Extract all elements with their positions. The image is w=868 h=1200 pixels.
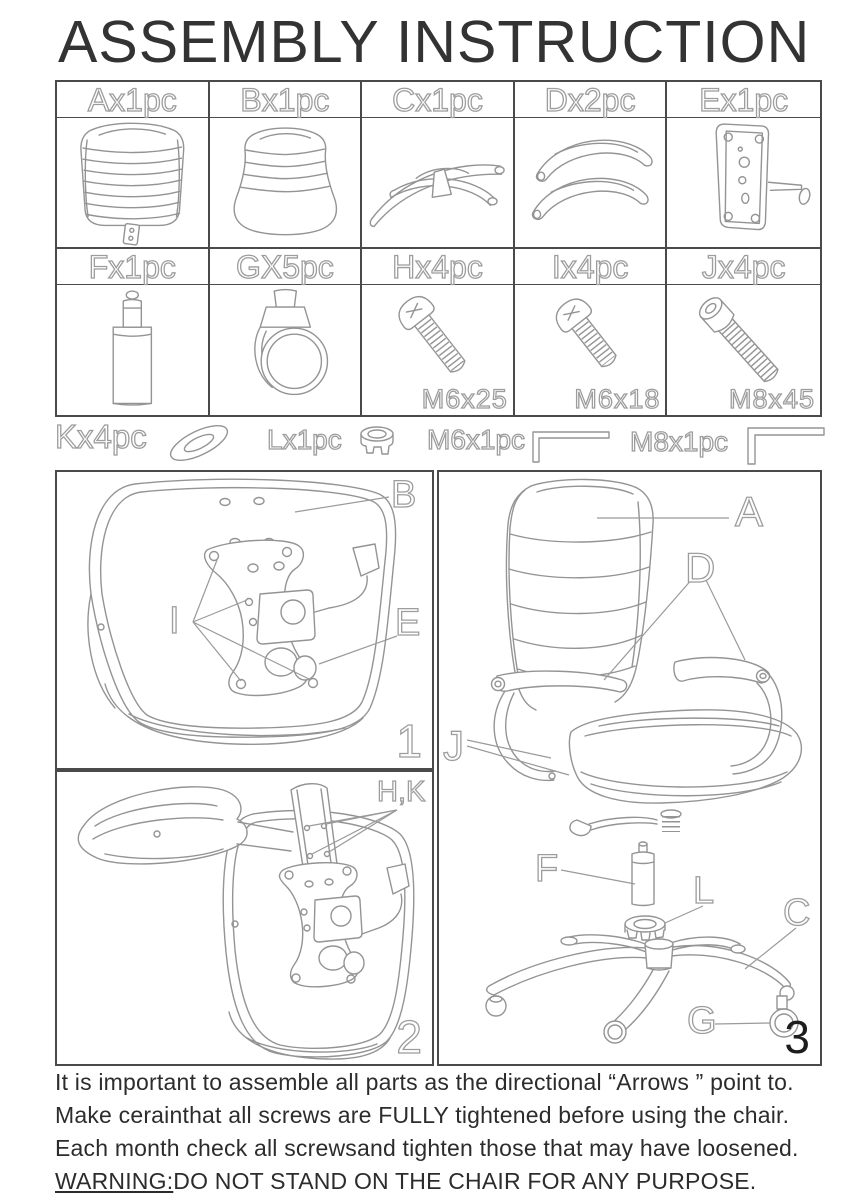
step3-diagram: A D J F L C G 3: [437, 470, 822, 1066]
step1-label-b: B: [390, 473, 417, 516]
caster-part-drawing: [253, 288, 328, 395]
step2-diagram: H,K 2: [55, 770, 434, 1066]
step2-drawing: [77, 783, 415, 1060]
bolt-m6x25-drawing: [398, 295, 466, 373]
part-cell-b: Bx1pc: [209, 81, 363, 249]
part-label-a: Ax1pc: [57, 81, 208, 119]
part-label-c: Cx1pc: [362, 81, 513, 119]
part-label-l: Lx1pc: [266, 423, 342, 455]
step3-label-l: L: [692, 869, 715, 912]
part-cell-a: Ax1pc: [57, 81, 210, 249]
mechanism-part-drawing: [715, 123, 811, 231]
part-cell-g: GX5pc: [209, 248, 363, 415]
armrests-part-drawing: [531, 139, 653, 221]
part-cell-c: Cx1pc: [362, 81, 515, 249]
part-label-e: Ex1pc: [667, 81, 820, 119]
bolt-size-i: M6x18: [574, 383, 661, 414]
bolt-m8x45-drawing: [699, 296, 779, 382]
step3-drawing: [466, 478, 802, 1044]
bolt-m6x18-drawing: [555, 297, 617, 367]
footer-line-3: Each month check all screwsand tighten t…: [55, 1135, 799, 1161]
step3-label-g: G: [686, 999, 717, 1042]
part-label-d: Dx2pc: [514, 81, 666, 119]
allen-key-m6-drawing: [532, 431, 610, 463]
part-cell-h: Hx4pc M6x25: [362, 248, 515, 415]
footer-notes: It is important to assemble all parts as…: [55, 1066, 825, 1198]
part-cell-i: Ix4pc M6x18: [514, 248, 668, 415]
step3-number: 3: [784, 1011, 810, 1063]
part-label-h: Hx4pc: [362, 248, 513, 285]
step3-label-j: J: [442, 721, 464, 769]
step1-number: 1: [396, 714, 423, 767]
part-label-m8key: M8x1pc: [629, 425, 729, 457]
warning-text: DO NOT STAND ON THE CHAIR FOR ANY PURPOS…: [173, 1168, 757, 1194]
seat-part-drawing: [233, 127, 337, 236]
footer-line-2: Make cerainthat all screws are FULLY tig…: [55, 1102, 790, 1128]
step1-drawing: [87, 478, 398, 745]
gas-lift-part-drawing: [112, 289, 153, 406]
step3-label-a: A: [734, 487, 764, 535]
part-label-k: Kx4pc: [54, 417, 147, 455]
part-label-j: Jx4pc: [667, 248, 820, 285]
step1-diagram: B I E 1: [55, 470, 434, 770]
part-label-i: Ix4pc: [514, 248, 666, 285]
parts-grid: Ax1pc Bx1pc: [55, 80, 822, 417]
part-label-m6key: M6x1pc: [426, 423, 526, 455]
step1-label-i: I: [168, 599, 180, 642]
allen-key-m8-drawing: [747, 427, 825, 465]
step1-label-e: E: [394, 601, 421, 644]
part-cell-d: Dx2pc: [514, 81, 668, 249]
step3-label-f: F: [534, 847, 559, 890]
backrest-part-drawing: [80, 122, 185, 246]
part-cell-f: Fx1pc: [57, 248, 210, 415]
base-part-drawing: [369, 164, 505, 228]
part-label-f: Fx1pc: [57, 248, 208, 285]
warning-label: WARNING:: [55, 1168, 174, 1194]
loose-parts-row: Kx4pc Lx1pc M6x1pc M8x1pc: [54, 417, 825, 468]
step3-label-d: D: [684, 543, 716, 591]
part-cell-e: Ex1pc: [667, 81, 820, 249]
washer-part-drawing: [169, 424, 229, 462]
footer-line-1: It is important to assemble all parts as…: [55, 1069, 794, 1095]
nut-part-drawing: [360, 426, 394, 455]
step2-label-hk: H,K: [376, 775, 426, 808]
step3-label-c: C: [782, 891, 811, 934]
step2-number: 2: [396, 1010, 423, 1063]
page-title: ASSEMBLY INSTRUCTION: [58, 9, 811, 75]
footer-warning: WARNING:DO NOT STAND ON THE CHAIR FOR AN…: [55, 1165, 825, 1198]
part-cell-j: Jx4pc M8x45: [667, 248, 820, 416]
part-label-g: GX5pc: [209, 248, 361, 285]
bolt-size-j: M8x45: [728, 383, 815, 414]
part-label-b: Bx1pc: [209, 81, 361, 119]
bolt-size-h: M6x25: [421, 383, 508, 414]
